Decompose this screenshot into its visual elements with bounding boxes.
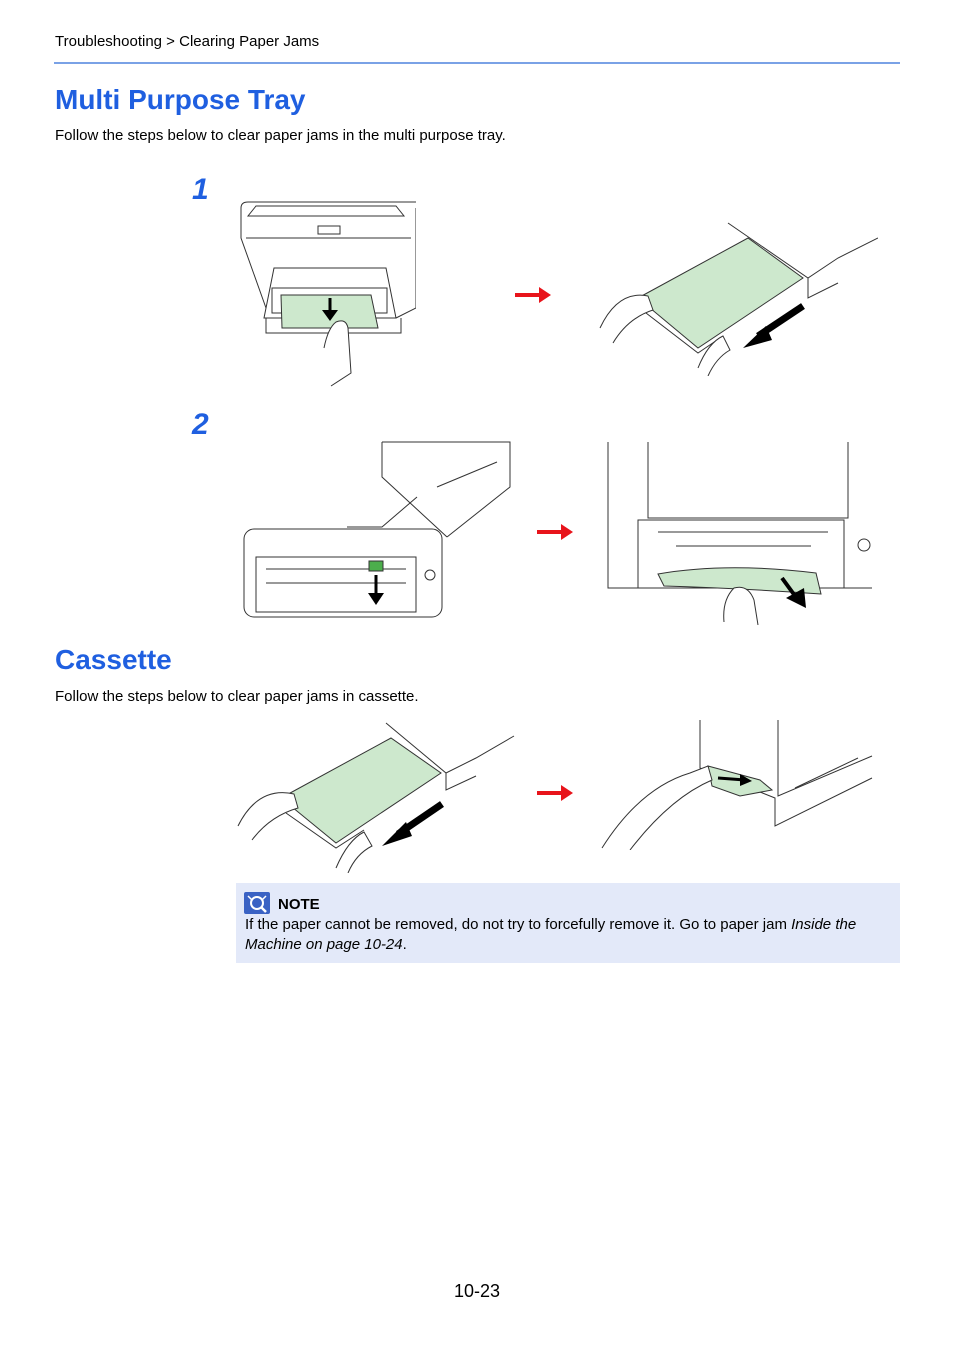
note-text-before: If the paper cannot be removed, do not t…: [245, 916, 792, 933]
section-title-multi-purpose-tray: Multi Purpose Tray: [55, 84, 306, 115]
illustration-cassette-paper-removal: [601, 720, 873, 850]
red-arrow-icon: [537, 785, 573, 801]
red-arrow-icon: [515, 287, 551, 303]
breadcrumb: Troubleshooting > Clearing Paper Jams: [55, 33, 320, 50]
note-link-inside-machine[interactable]: Inside the Machine on page 10-24: [245, 916, 857, 953]
header-rule: [54, 62, 900, 64]
step-number-2: 2: [192, 408, 209, 441]
note-box: NOTE If the paper cannot be removed, do …: [236, 883, 900, 963]
section-title-cassette: Cassette: [55, 644, 172, 675]
step-number-1: 1: [192, 173, 209, 206]
section-intro-cassette: Follow the steps below to clear paper ja…: [55, 688, 419, 705]
illustration-cassette-pull-out: [237, 722, 515, 873]
note-icon: [244, 892, 270, 914]
illustration-cassette-pull-out: [599, 222, 878, 376]
section-intro-multi-purpose-tray: Follow the steps below to clear paper ja…: [55, 127, 506, 144]
illustration-jammed-paper-pull: [607, 442, 872, 625]
page-number: 10-23: [453, 1281, 501, 1301]
illustration-mp-tray-paper-removal: [240, 201, 416, 387]
note-text-after: .: [402, 936, 407, 953]
illustration-jam-inside-view: [243, 441, 511, 618]
red-arrow-icon: [537, 524, 573, 540]
note-title: NOTE: [278, 896, 320, 913]
note-text: If the paper cannot be removed, do not t…: [245, 915, 895, 955]
